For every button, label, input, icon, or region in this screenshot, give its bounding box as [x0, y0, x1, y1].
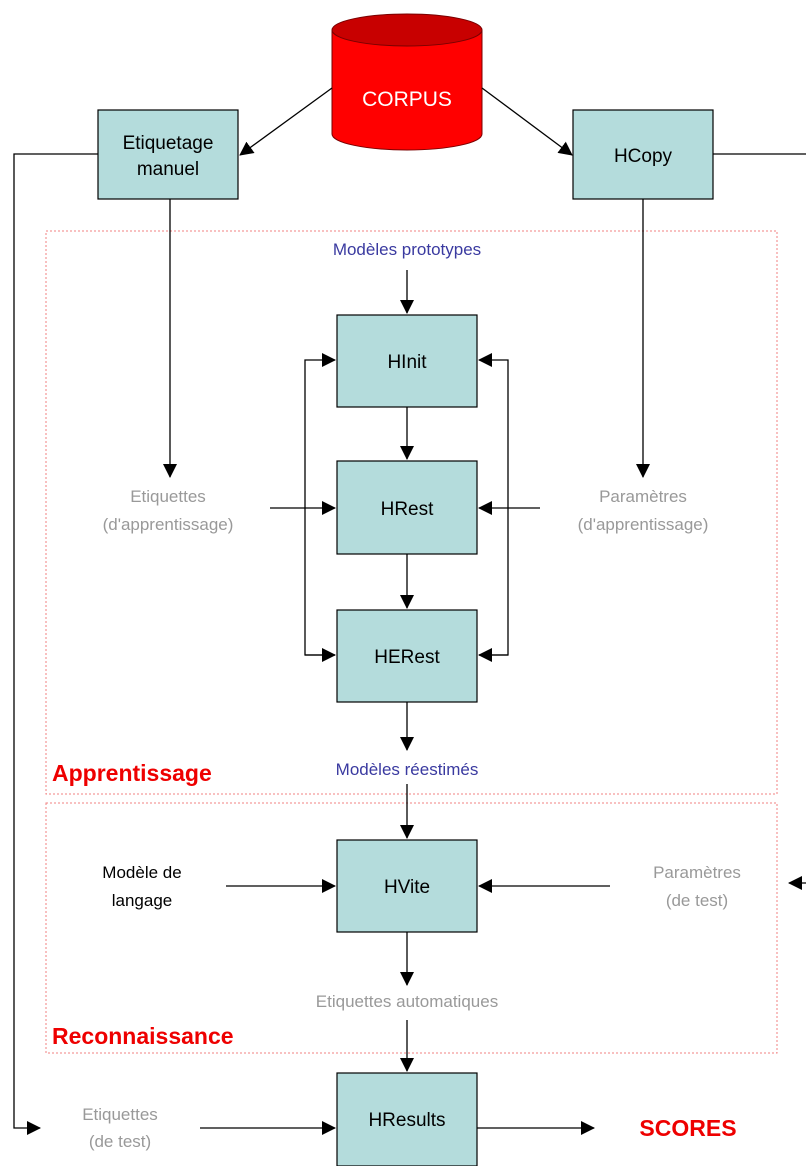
- arrow-corpus-to-etiquetage: [239, 87, 333, 156]
- arrow-etiquetage-to-etiquettes-test: [13, 153, 98, 1135]
- herest-box: HERest: [336, 609, 478, 703]
- etiquettes-apprentissage-line1: Etiquettes: [130, 487, 206, 506]
- etiquettes-apprentissage-line2: (d'apprentissage): [103, 515, 234, 534]
- hinit-label: HInit: [387, 352, 427, 373]
- modeles-reestimes-label: Modèles réestimés: [336, 760, 479, 779]
- etiquettes-test-line2: (de test): [89, 1132, 151, 1151]
- scores-label: SCORES: [639, 1115, 736, 1141]
- etiquetage-manuel-box: Etiquetage manuel: [97, 109, 239, 200]
- corpus-label: CORPUS: [362, 88, 452, 111]
- parametres-test-line1: Paramètres: [653, 863, 741, 882]
- modele-langage-line2: langage: [112, 891, 173, 910]
- corpus-database-icon: CORPUS: [331, 13, 483, 151]
- arrow-corpus-to-hcopy: [481, 87, 573, 156]
- reconnaissance-frame: [45, 802, 778, 1054]
- reconnaissance-title: Reconnaissance: [52, 1023, 234, 1049]
- herest-label: HERest: [374, 647, 440, 668]
- hvite-box: HVite: [336, 839, 478, 933]
- etiquetage-label-line2: manuel: [137, 159, 199, 180]
- hvite-label: HVite: [384, 877, 430, 898]
- hcopy-label: HCopy: [614, 146, 673, 167]
- etiquettes-automatiques-label: Etiquettes automatiques: [316, 992, 498, 1011]
- hresults-box: HResults: [336, 1072, 478, 1166]
- apprentissage-frame: [45, 230, 778, 795]
- parametres-apprentissage-line2: (d'apprentissage): [578, 515, 709, 534]
- hresults-label: HResults: [368, 1110, 445, 1131]
- parametres-apprentissage-line1: Paramètres: [599, 487, 687, 506]
- modele-langage-line1: Modèle de: [102, 863, 181, 882]
- hrest-box: HRest: [336, 460, 478, 555]
- modeles-prototypes-label: Modèles prototypes: [333, 240, 481, 259]
- parametres-test-line2: (de test): [666, 891, 728, 910]
- hinit-box: HInit: [336, 314, 478, 408]
- hrest-label: HRest: [381, 499, 435, 520]
- etiquettes-test-line1: Etiquettes: [82, 1105, 158, 1124]
- hcopy-box: HCopy: [572, 109, 714, 200]
- etiquetage-label-line1: Etiquetage: [123, 133, 214, 154]
- apprentissage-title: Apprentissage: [52, 760, 212, 786]
